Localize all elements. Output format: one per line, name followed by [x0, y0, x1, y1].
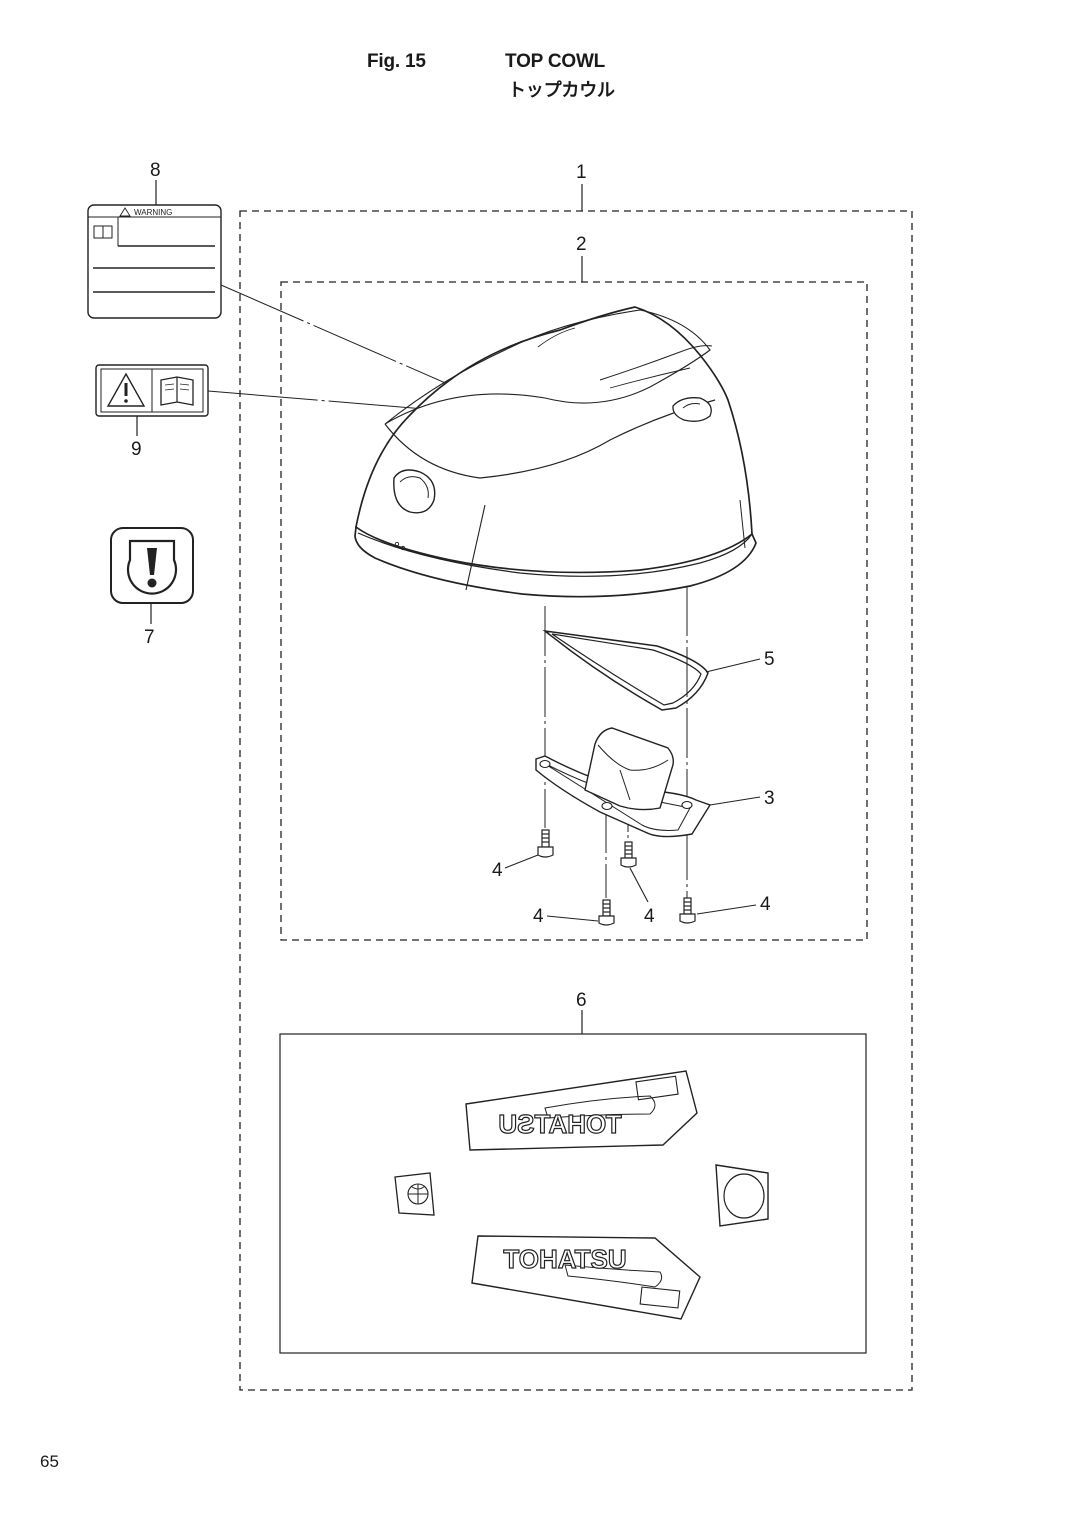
callout-4-c: 4 — [644, 906, 655, 927]
callout-7: 7 — [144, 627, 155, 648]
warning-triangle-icon — [119, 207, 131, 217]
manual-book-icon-small — [93, 225, 113, 239]
callout-8: 8 — [150, 160, 161, 181]
exclamation-icon — [126, 539, 178, 595]
brand-text: TOHATSU — [503, 1244, 626, 1274]
bolt-part-4-d — [679, 897, 696, 924]
callout-4-a: 4 — [492, 860, 503, 881]
callout-3: 3 — [764, 788, 775, 809]
oval-decal — [715, 1164, 769, 1227]
figure-title-japanese: トップカウル — [508, 80, 615, 100]
page-number: 65 — [40, 1452, 59, 1471]
callout-4-d: 4 — [760, 894, 771, 915]
callout-5: 5 — [764, 649, 775, 670]
callout-1: 1 — [576, 162, 587, 183]
callout-4-b: 4 — [533, 906, 544, 927]
owners-manual-icon — [160, 376, 194, 406]
bracket-part-3 — [535, 727, 761, 838]
group-box-decal-set — [279, 1033, 867, 1354]
figure-number: Fig. 15 — [367, 51, 426, 72]
callout-9: 9 — [131, 439, 142, 460]
emblem-decal-small — [394, 1172, 435, 1216]
figure-title: TOP COWL — [505, 51, 606, 72]
callout-2: 2 — [576, 234, 587, 255]
brand-decal-mirrored: TOHATSU — [465, 1070, 698, 1151]
caution-triangle-icon — [106, 372, 146, 407]
warning-label-text: WARNING — [134, 208, 172, 217]
top-cowl-part-2 — [354, 306, 757, 598]
cowl-latch-right — [672, 397, 712, 422]
cowl-air-vent-left — [393, 469, 436, 514]
brand-text-mirrored: TOHATSU — [498, 1109, 621, 1139]
brand-decal: TOHATSU — [471, 1235, 701, 1320]
caution-decal-part-9 — [95, 364, 461, 436]
callout-6: 6 — [576, 990, 587, 1011]
group-box-top-cowl-assy — [239, 210, 913, 1391]
group-box-top-cowl — [280, 281, 868, 941]
bolt-part-4-b — [598, 899, 615, 926]
bolt-part-4-c — [620, 841, 637, 868]
warning-label-part-8: WARNING — [87, 180, 451, 386]
seal-part-5 — [542, 629, 761, 711]
alert-decal-part-7 — [110, 527, 194, 624]
bolt-part-4-a — [537, 829, 554, 858]
